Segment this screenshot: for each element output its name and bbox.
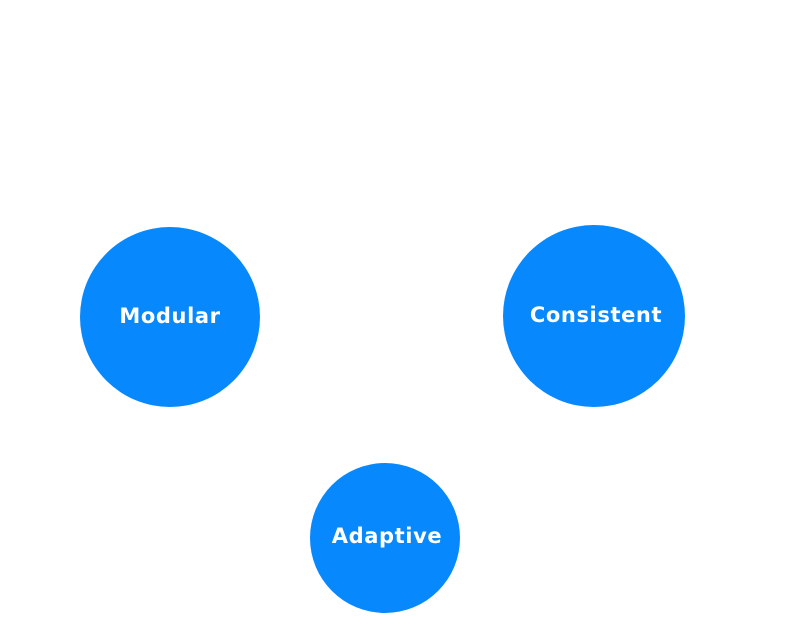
node-consistent-label: Consistent <box>529 302 663 327</box>
node-adaptive-label: Adaptive <box>331 524 443 548</box>
node-modular: Modular <box>80 227 260 407</box>
node-modular-label: Modular <box>119 303 221 328</box>
node-consistent: Consistent <box>503 225 685 407</box>
node-adaptive: Adaptive <box>310 463 460 613</box>
